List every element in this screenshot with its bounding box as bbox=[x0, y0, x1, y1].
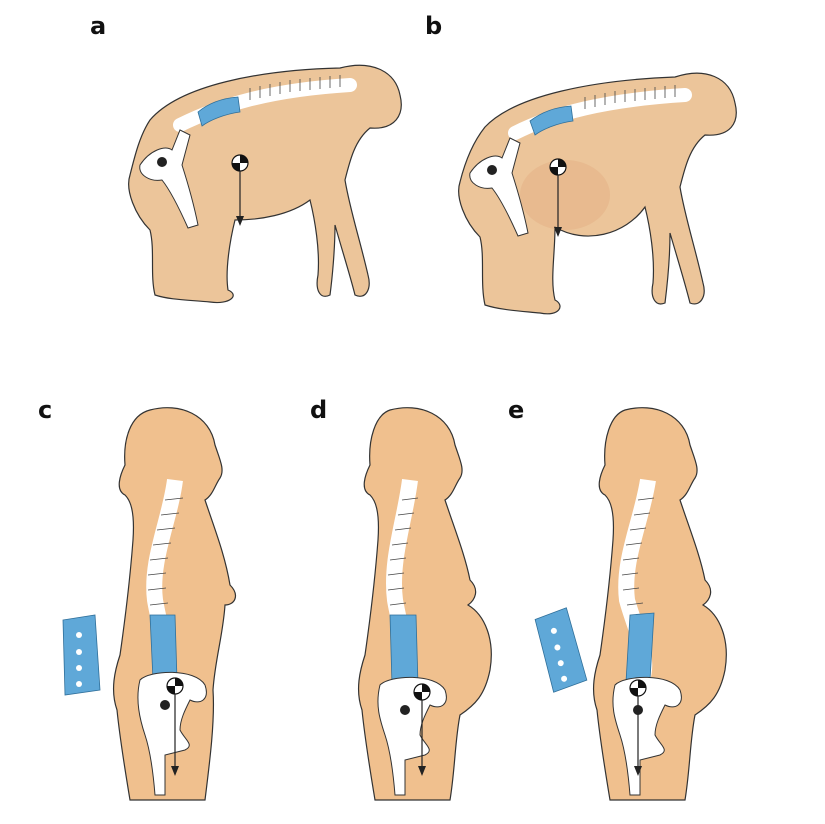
center-of-mass-marker bbox=[549, 158, 567, 176]
lumbar-vertebrae-highlight bbox=[529, 105, 574, 136]
panel-label-a: a bbox=[90, 12, 107, 40]
hip-joint bbox=[400, 705, 410, 715]
panel-label-b: b bbox=[425, 12, 443, 40]
vertebrae-ticks bbox=[621, 497, 655, 606]
gravity-arrow bbox=[236, 171, 244, 226]
panel-e-pregnant-human-lordosis-illustration bbox=[530, 400, 745, 805]
gravity-arrow bbox=[418, 700, 426, 776]
hip-joint bbox=[160, 700, 170, 710]
panel-label-e: e bbox=[508, 396, 525, 424]
panel-label-d: d bbox=[310, 396, 328, 424]
hip-joint bbox=[157, 157, 167, 167]
pelvis-bone bbox=[377, 676, 447, 796]
pregnant-belly-shade bbox=[520, 160, 610, 230]
vertebrae-ticks bbox=[147, 497, 184, 606]
center-of-mass-marker bbox=[166, 677, 184, 695]
pelvis-bone bbox=[137, 671, 207, 796]
gravity-arrow bbox=[554, 175, 562, 237]
pelvis-bone bbox=[612, 676, 682, 796]
lumbar-detail-inset bbox=[62, 614, 101, 696]
lumbar-vertebrae-highlight bbox=[389, 614, 419, 686]
center-of-mass-marker bbox=[629, 679, 647, 697]
gravity-arrow bbox=[171, 694, 179, 776]
thoracic-vertebrae bbox=[584, 85, 676, 109]
human-body-silhouette bbox=[592, 407, 727, 801]
lumbar-detail-inset bbox=[534, 607, 588, 693]
pelvis-bone bbox=[139, 129, 199, 229]
human-body-silhouette bbox=[357, 407, 492, 801]
gravity-arrow bbox=[634, 696, 642, 776]
panel-d-pregnant-human-illustration bbox=[350, 400, 520, 805]
vertebrae-ticks bbox=[387, 497, 419, 606]
lumbar-vertebrae-highlight bbox=[197, 96, 241, 127]
thoracic-vertebrae bbox=[249, 75, 341, 100]
center-of-mass-marker bbox=[413, 683, 431, 701]
hip-joint bbox=[487, 165, 497, 175]
center-of-mass-marker bbox=[231, 154, 249, 172]
panel-b-pregnant-chimpanzee-illustration bbox=[445, 55, 745, 325]
panel-label-c: c bbox=[38, 396, 53, 424]
pelvis-bone bbox=[469, 137, 529, 237]
panel-a-chimpanzee-illustration bbox=[110, 50, 410, 315]
lumbar-vertebrae-highlight bbox=[149, 614, 178, 681]
lumbar-vertebrae-highlight bbox=[625, 612, 655, 683]
panel-c-human-female-illustration bbox=[55, 400, 270, 805]
